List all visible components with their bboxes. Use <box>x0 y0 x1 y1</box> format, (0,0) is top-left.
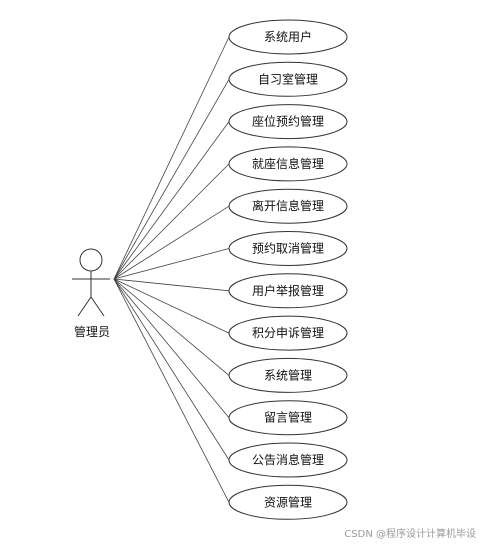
use-case: 资源管理 <box>228 484 348 520</box>
use-case-label: 公告消息管理 <box>252 452 324 467</box>
actor-right-leg <box>90 296 105 317</box>
use-case: 系统用户 <box>228 19 348 55</box>
use-case-ellipse <box>228 188 348 224</box>
use-case-label: 留言管理 <box>264 410 312 425</box>
use-case: 公告消息管理 <box>228 442 348 478</box>
use-case: 积分申诉管理 <box>228 315 348 351</box>
use-case-ellipse <box>228 484 348 520</box>
association-line <box>113 205 230 280</box>
association-line <box>113 121 230 280</box>
association-line <box>113 278 230 376</box>
association-line <box>113 248 230 280</box>
use-case-label: 离开信息管理 <box>252 198 324 213</box>
use-case-ellipse <box>228 104 348 140</box>
use-case: 预约取消管理 <box>228 231 348 266</box>
association-line <box>113 278 230 461</box>
actor-administrator: 管理员 <box>72 248 110 339</box>
use-case-label: 系统用户 <box>264 29 312 44</box>
use-case-ellipse <box>228 273 348 309</box>
use-case-ellipse <box>228 357 348 393</box>
association-line <box>113 278 230 334</box>
use-case-label: 资源管理 <box>264 494 312 509</box>
use-case-ellipse <box>228 231 348 266</box>
use-case: 留言管理 <box>228 400 348 436</box>
association-line <box>113 278 230 292</box>
association-line <box>113 278 230 503</box>
use-case-label: 座位预约管理 <box>252 114 324 129</box>
actor-head <box>79 248 103 272</box>
use-case-label: 用户举报管理 <box>252 283 324 298</box>
use-case: 用户举报管理 <box>228 273 348 309</box>
use-case-label: 预约取消管理 <box>252 241 324 256</box>
use-case-ellipse <box>228 400 348 436</box>
association-line <box>113 278 230 418</box>
use-case-list: 系统用户自习室管理座位预约管理就座信息管理离开信息管理预约取消管理用户举报管理积… <box>228 19 348 520</box>
use-case: 系统管理 <box>228 357 348 393</box>
use-case: 自习室管理 <box>228 61 348 97</box>
use-case-label: 就座信息管理 <box>252 156 324 171</box>
use-case: 离开信息管理 <box>228 188 348 224</box>
actor-left-leg <box>77 296 92 317</box>
use-case-label: 自习室管理 <box>258 71 318 86</box>
watermark: CSDN @程序设计计算机毕设 <box>344 529 476 540</box>
actor-label: 管理员 <box>74 324 110 339</box>
association-line <box>113 36 230 280</box>
use-case-ellipse <box>228 146 348 182</box>
use-case-ellipse <box>228 61 348 97</box>
use-case-label: 积分申诉管理 <box>252 325 324 340</box>
association-line <box>113 163 230 280</box>
use-case: 座位预约管理 <box>228 104 348 140</box>
use-case: 就座信息管理 <box>228 146 348 182</box>
use-case-ellipse <box>228 315 348 351</box>
association-line <box>113 79 230 280</box>
association-lines <box>113 36 230 503</box>
use-case-ellipse <box>228 442 348 478</box>
use-case-ellipse <box>228 19 348 55</box>
use-case-label: 系统管理 <box>264 367 312 382</box>
